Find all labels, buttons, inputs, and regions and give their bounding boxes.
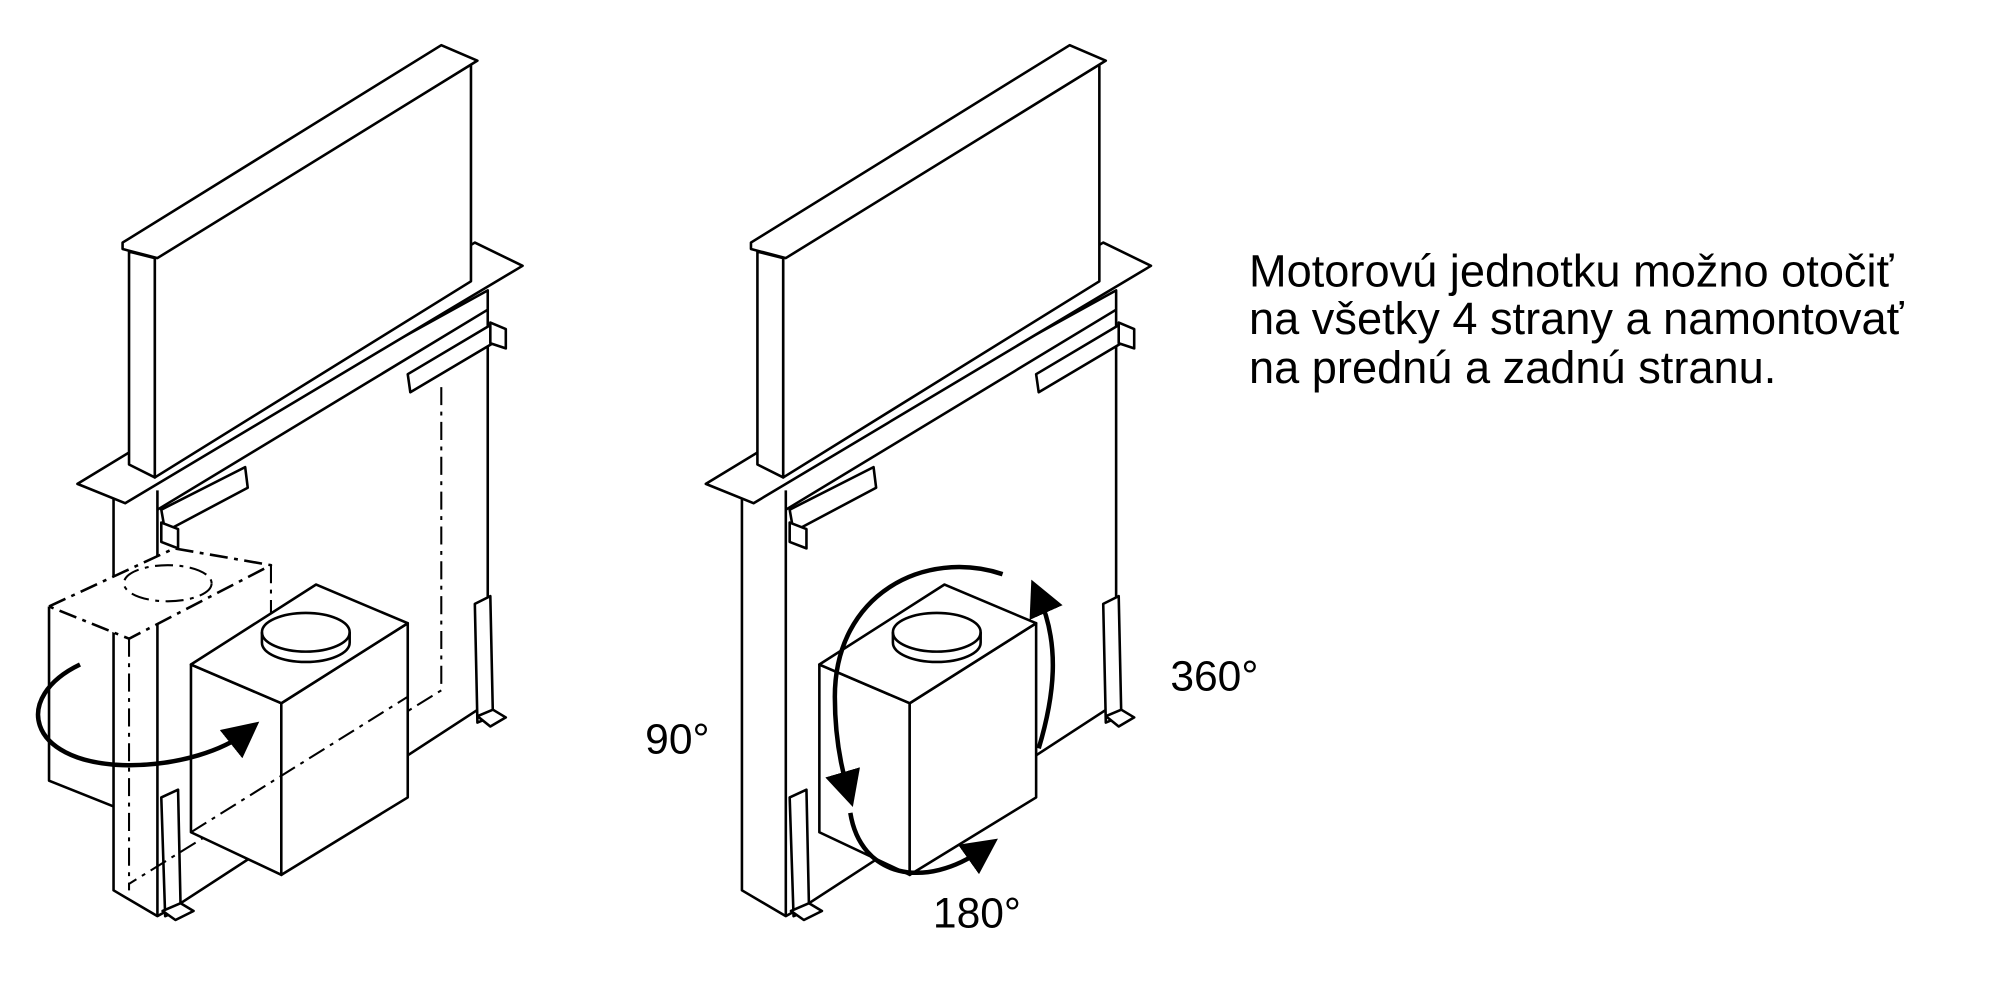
description-line-1: Motorovú jednotku možno otočiť xyxy=(1249,245,1895,296)
angle-label-180: 180° xyxy=(933,890,1021,938)
right-unit-drawing xyxy=(704,43,1153,922)
description-text: Motorovú jednotku možno otočiť na všetky… xyxy=(1249,245,1905,393)
angle-label-90: 90° xyxy=(645,716,709,764)
left-unit-drawing xyxy=(35,43,524,922)
description-line-3: na prednú a zadnú stranu. xyxy=(1249,342,1776,393)
description-line-2: na všetky 4 strany a namontovať xyxy=(1249,293,1905,344)
angle-label-360: 360° xyxy=(1170,652,1258,700)
